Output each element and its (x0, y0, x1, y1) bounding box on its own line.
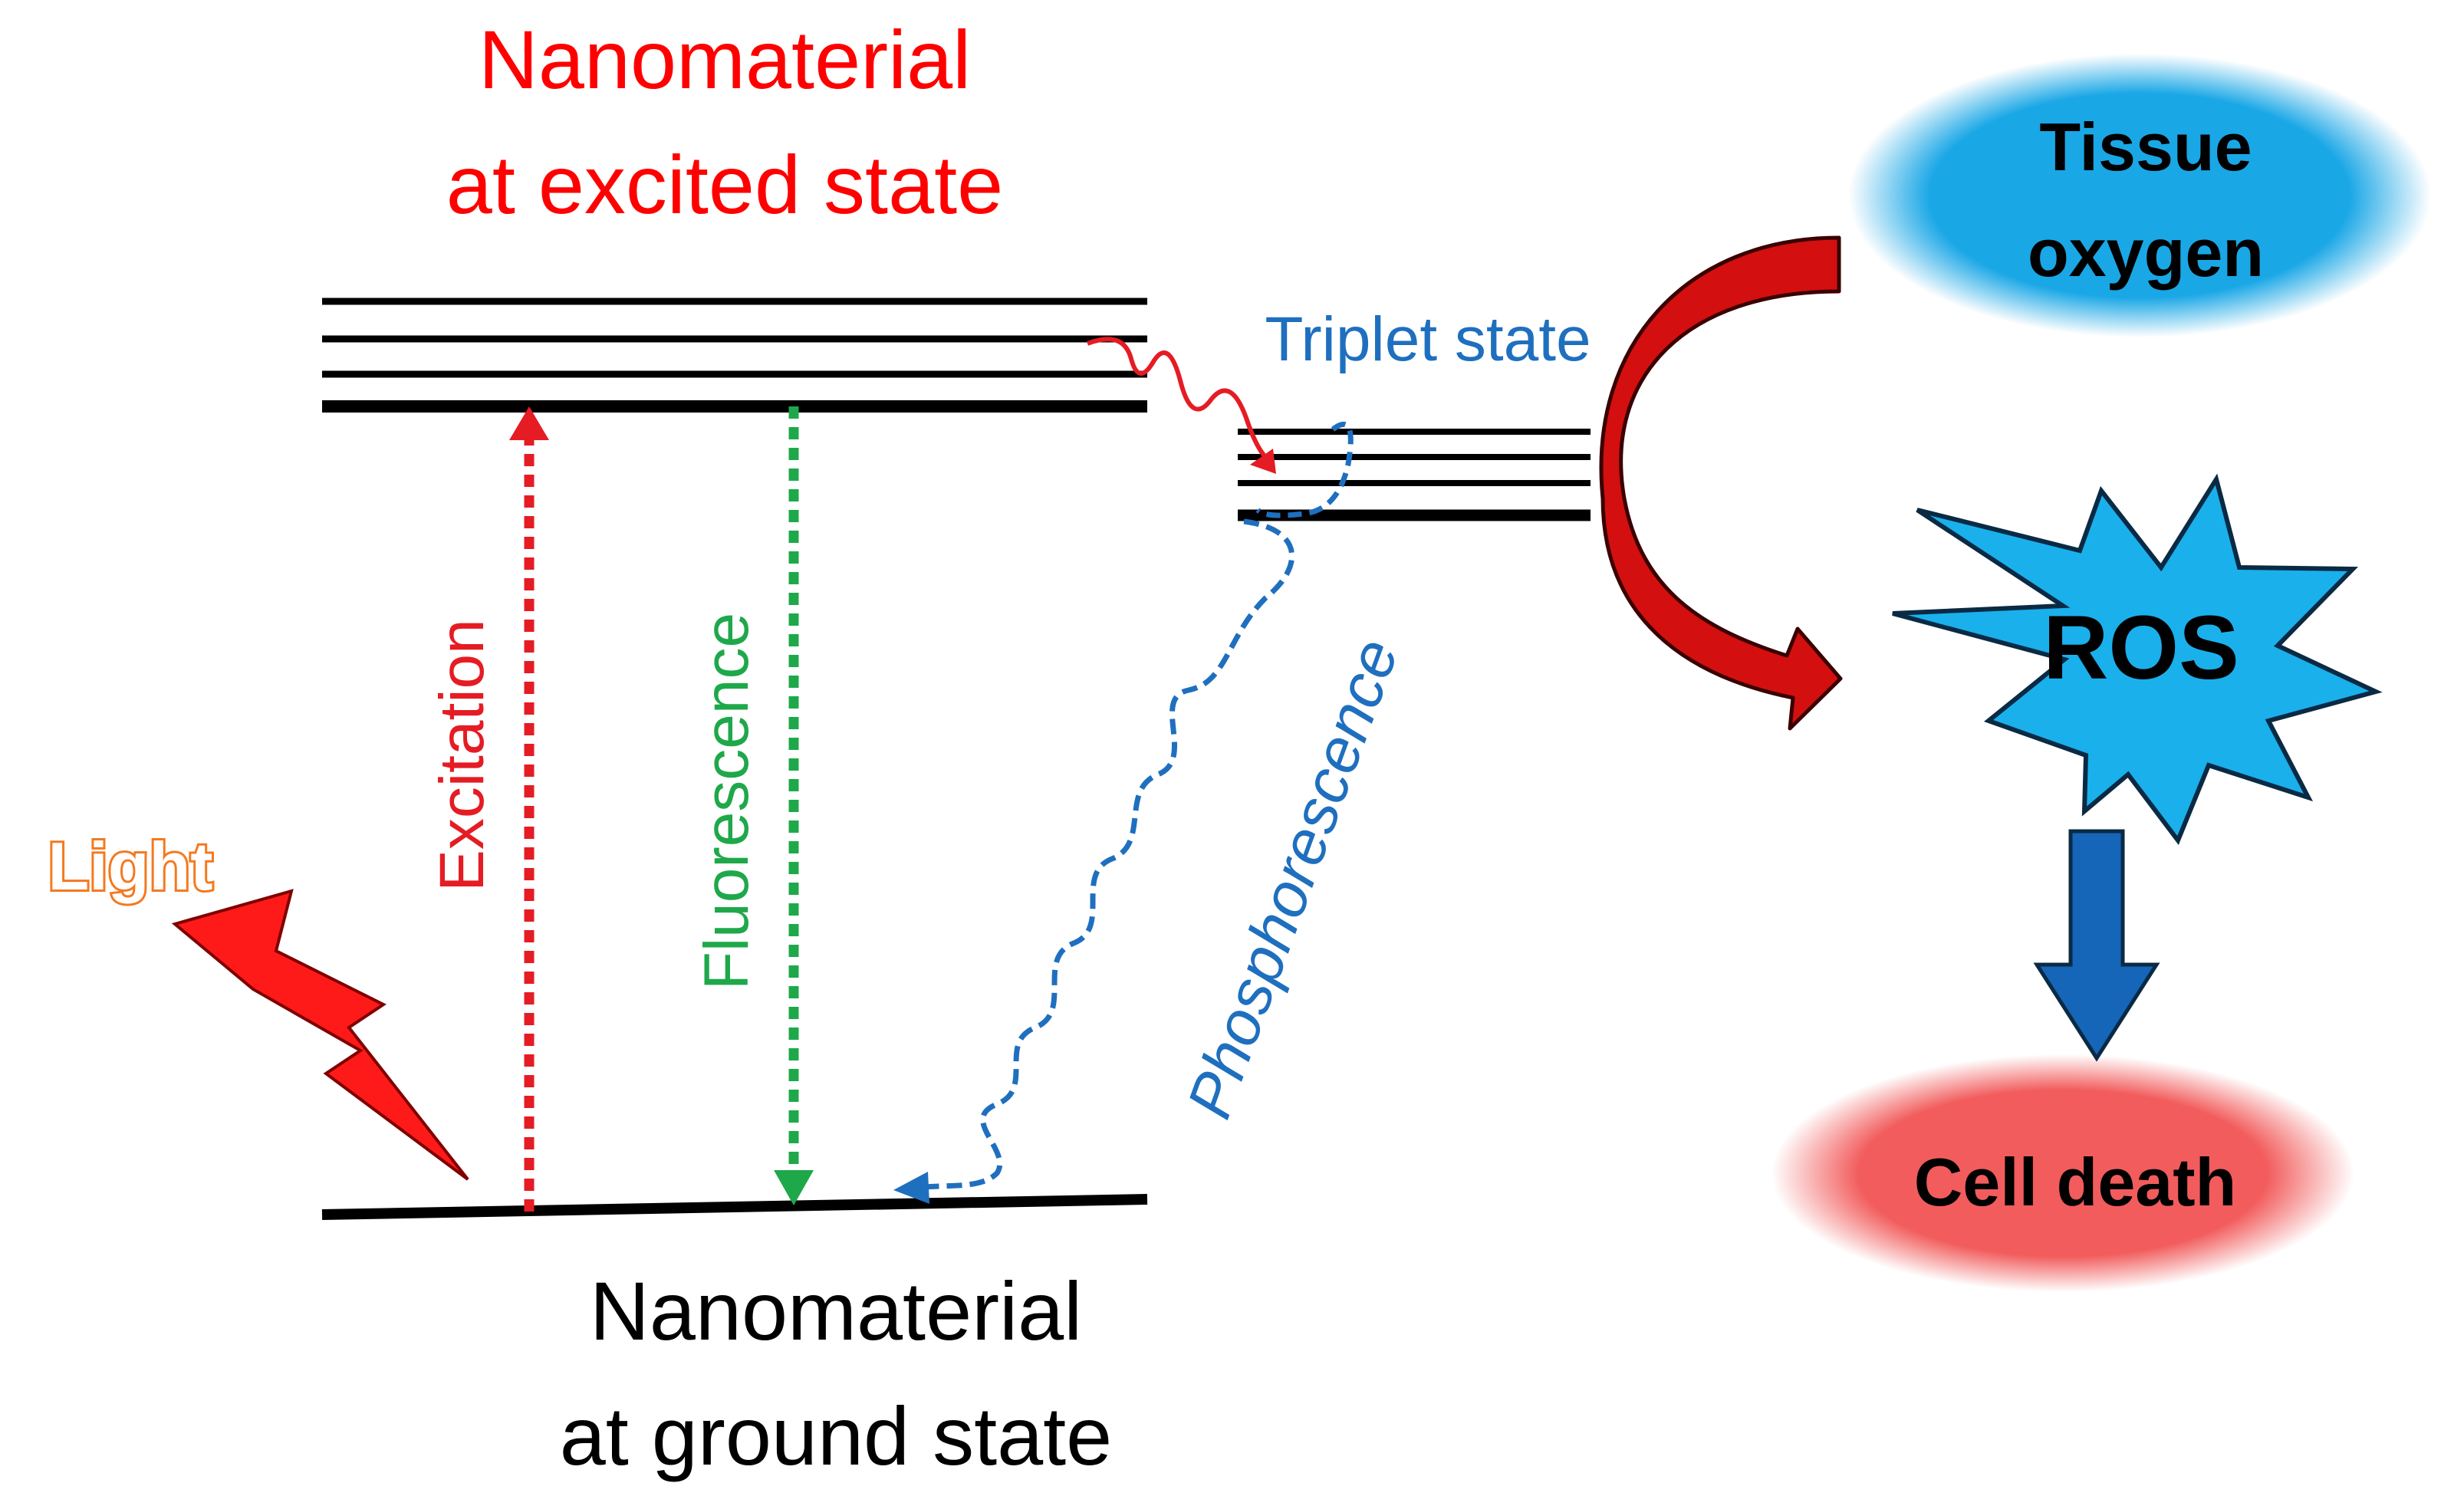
fluorescence-arrow (774, 406, 814, 1205)
excited-state-title-line1: Nanomaterial (479, 13, 971, 106)
triplet-state-label: Triplet state (1265, 304, 1591, 374)
phosphorescence-arrow (893, 518, 1295, 1204)
triplet-relaxation-loop (1255, 422, 1354, 518)
intersystem-crossing-arrow (1086, 337, 1276, 474)
light-label: Light (48, 828, 212, 904)
triplet-state-levels (1238, 429, 1591, 521)
ros-starburst (1892, 473, 2383, 846)
lightning-bolt-icon (171, 889, 469, 1181)
tissue-oxygen-ellipse (1848, 54, 2431, 337)
ground-state-level (321, 1194, 1148, 1220)
excitation-arrow (509, 406, 549, 1212)
oxygen-to-ros-curved-arrow (1599, 235, 1843, 731)
excited-state-title-line2: at excited state (446, 138, 1003, 231)
ros-label: ROS (2043, 597, 2239, 699)
phosphorescence-label: Phosphorescence (1174, 630, 1412, 1127)
ground-state-title-line1: Nanomaterial (590, 1264, 1082, 1357)
fluorescence-label: Fluorescence (692, 613, 762, 990)
excitation-label: Excitation (427, 619, 497, 892)
excited-state-levels (322, 298, 1147, 413)
cell-death-ellipse (1772, 1054, 2354, 1292)
tissue-oxygen-label-line2: oxygen (2028, 215, 2264, 291)
tissue-oxygen-label-line1: Tissue (2039, 109, 2252, 185)
ground-state-title-line2: at ground state (560, 1389, 1113, 1482)
ros-to-death-arrow (2033, 829, 2160, 1062)
cell-death-label: Cell death (1914, 1144, 2237, 1220)
